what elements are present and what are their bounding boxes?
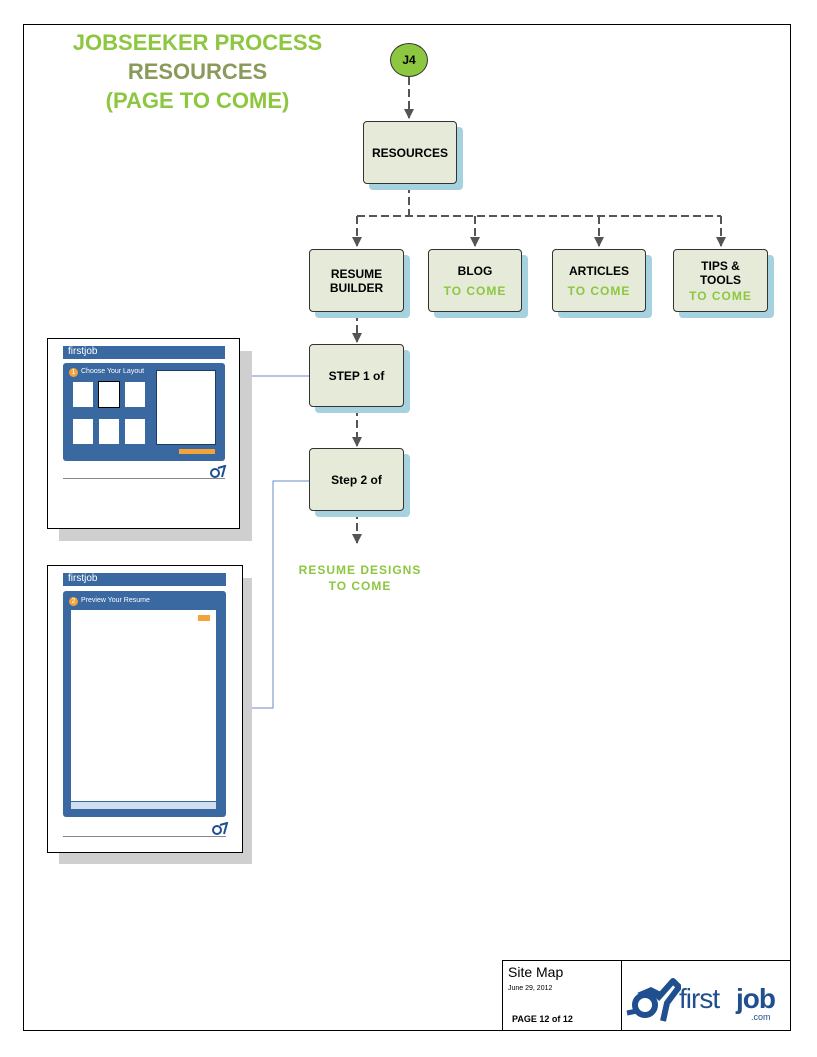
- resume-preview: [71, 610, 216, 801]
- thumbnail-step1-header: firstjob: [63, 346, 225, 359]
- layout-option: [125, 419, 145, 444]
- firstjob-mascot-icon: [212, 822, 229, 835]
- firstjob-mascot-icon: [210, 465, 227, 478]
- node-tips-tools[interactable]: TIPS & TOOLS TO COME: [673, 249, 768, 312]
- node-step2[interactable]: Step 2 of: [309, 448, 404, 511]
- node-step1-label: STEP 1 of: [328, 368, 385, 383]
- title-block-date: June 29, 2012: [508, 985, 553, 992]
- layout-option: [73, 419, 93, 444]
- thumbnail-step2-logo: firstjob: [68, 573, 98, 584]
- title-block-page: PAGE 12 of 12: [512, 1014, 573, 1024]
- node-resources-label: RESOURCES: [371, 145, 448, 160]
- link-step2-thumbnail: [243, 480, 309, 709]
- thumbnail-step1[interactable]: firstjob 1 Choose Your Layout: [47, 338, 240, 529]
- layout-option: [98, 381, 120, 408]
- node-articles-label: ARTICLES: [569, 263, 629, 278]
- thumbnail-step2-heading: Preview Your Resume: [81, 597, 150, 604]
- firstjob-logo: first job .com: [623, 967, 788, 1027]
- page-border: [23, 24, 791, 1031]
- thumbnail-step2[interactable]: firstjob 2 Preview Your Resume: [47, 565, 243, 853]
- layout-option: [99, 419, 119, 444]
- thumbnail-step1-step-badge: 1: [69, 368, 78, 377]
- node-blog[interactable]: BLOG TO COME: [428, 249, 522, 312]
- next-button: [179, 449, 215, 454]
- node-resume-builder-label-1: RESUME: [330, 266, 383, 281]
- node-blog-status: TO COME: [443, 283, 507, 298]
- action-bar: [71, 802, 216, 809]
- node-resources[interactable]: RESOURCES: [363, 121, 457, 184]
- thumbnail-step1-panel: 1 Choose Your Layout: [63, 363, 225, 461]
- thumbnail-step1-logo: firstjob: [68, 346, 98, 357]
- thumbnail-step2-header: firstjob: [63, 573, 226, 586]
- thumbnail-step2-panel: 2 Preview Your Resume: [63, 591, 226, 817]
- firstjob-mascot-icon: [626, 978, 681, 1022]
- thumbnail-step2-footer-line: [63, 836, 226, 837]
- resume-designs-line1: RESUME DESIGNS: [298, 563, 422, 577]
- node-tips-tools-label-2: TOOLS: [699, 272, 742, 287]
- page-title: JOBSEEKER PROCESS: [72, 30, 323, 55]
- brand-job: job: [736, 983, 776, 1014]
- node-resume-builder[interactable]: RESUME BUILDER: [309, 249, 404, 312]
- resume-designs-note: RESUME DESIGNS TO COME: [290, 562, 430, 594]
- node-articles[interactable]: ARTICLES TO COME: [552, 249, 646, 312]
- start-node-j4[interactable]: J4: [390, 43, 428, 77]
- edit-button: [198, 615, 210, 621]
- layout-option: [125, 382, 145, 407]
- title-block-title: Site Map: [508, 964, 564, 980]
- layout-option: [73, 382, 93, 407]
- node-step2-label: Step 2 of: [331, 472, 382, 487]
- node-blog-label: BLOG: [457, 263, 493, 278]
- page-status: (PAGE TO COME): [105, 88, 290, 113]
- title-block: Site Map June 29, 2012 PAGE 12 of 12 fir…: [502, 960, 791, 1031]
- title-block-divider: [621, 961, 622, 1030]
- page-subtitle: RESOURCES: [127, 59, 268, 84]
- node-tips-tools-status: TO COME: [689, 288, 752, 303]
- brand-first: first: [679, 983, 720, 1014]
- node-resume-builder-label-2: BUILDER: [329, 280, 384, 295]
- layout-preview: [156, 370, 216, 445]
- node-step1[interactable]: STEP 1 of: [309, 344, 404, 407]
- node-tips-tools-label-1: TIPS &: [701, 258, 740, 273]
- thumbnail-step2-step-badge: 2: [69, 597, 78, 606]
- resume-designs-line2: TO COME: [328, 579, 392, 593]
- thumbnail-step1-heading: Choose Your Layout: [81, 368, 145, 375]
- node-articles-status: TO COME: [567, 283, 631, 298]
- thumbnail-step1-footer-line: [63, 478, 225, 479]
- brand-com: .com: [751, 1012, 771, 1022]
